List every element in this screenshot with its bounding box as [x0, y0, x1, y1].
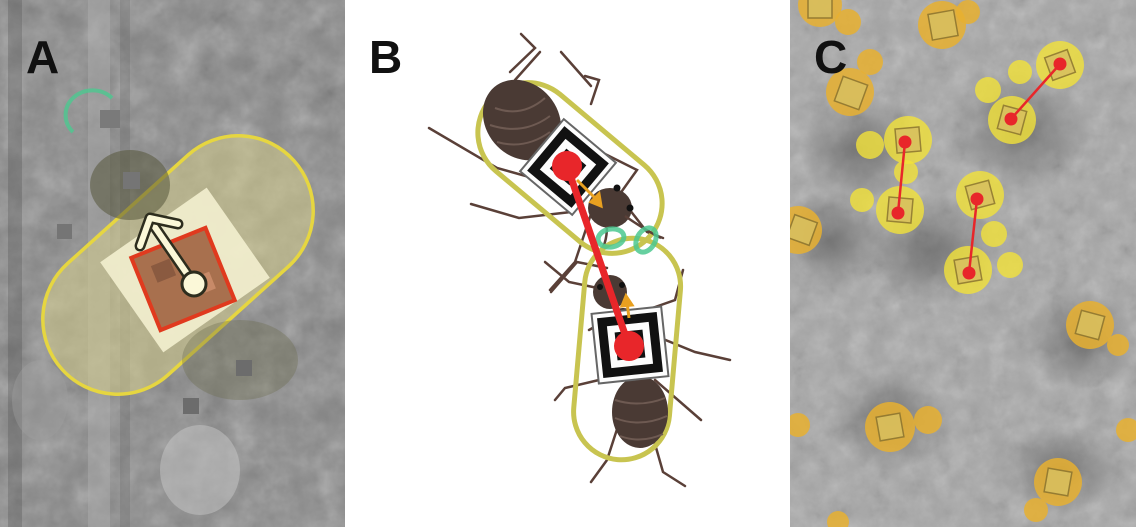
panel-b-image: [427, 32, 732, 488]
panel-a: A: [0, 0, 345, 527]
fiducial-tag-icon-2: [590, 305, 670, 385]
fiducial-tag-icon: [790, 0, 1106, 497]
panel-c: C: [790, 0, 1136, 527]
contact-ring: [63, 88, 114, 134]
panel-label-c: C: [814, 31, 848, 83]
panel-a-image: [0, 0, 345, 527]
panel-label-a: A: [26, 31, 60, 83]
contact-ring: [595, 225, 659, 255]
panel-label-b: B: [369, 31, 403, 83]
connection-line: [552, 151, 644, 361]
arrow-icon: [134, 212, 208, 298]
heading-arrow: [575, 178, 635, 319]
panel-b: B: [345, 0, 790, 527]
marker-square: [123, 172, 140, 189]
panel-c-image: [790, 0, 1136, 527]
connection-line: [891, 57, 1067, 280]
